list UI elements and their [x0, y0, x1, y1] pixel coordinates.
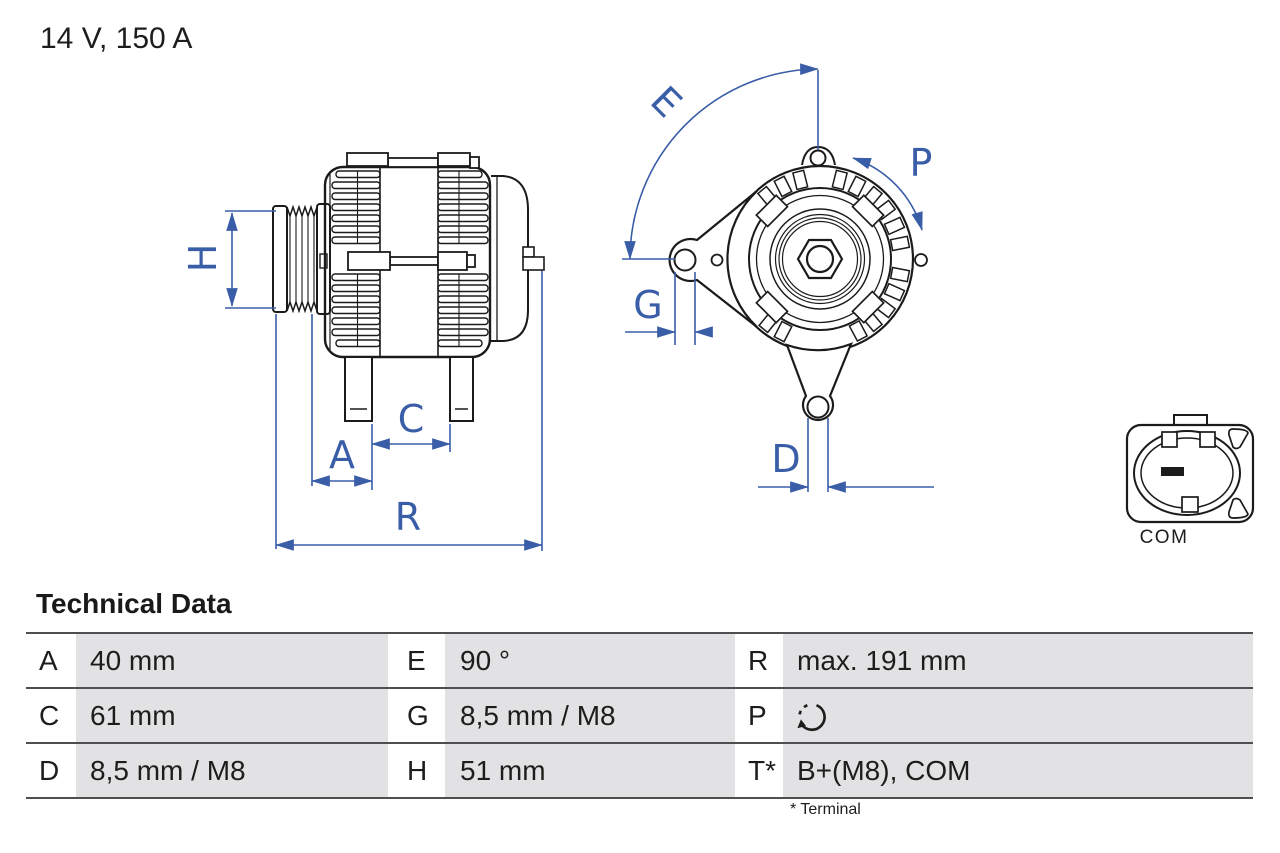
front-view-drawing: [668, 145, 928, 422]
spec-value-e: 90 °: [445, 634, 735, 687]
bottom-ear-hole: [806, 395, 830, 419]
small-hole: [710, 253, 724, 267]
spec-value-p: [783, 689, 1253, 742]
side-view-drawing: [272, 152, 545, 422]
dim-label-c: C: [398, 397, 425, 441]
com-pin: [1161, 467, 1184, 476]
technical-drawing: H A C R E G P D COM: [181, 63, 1255, 551]
spec-value-t: B+(M8), COM: [783, 744, 1253, 797]
spec-label-p: P: [735, 689, 783, 742]
left-ear-hole: [673, 248, 697, 272]
spec-label-h: H: [388, 744, 445, 797]
dim-label-a: A: [329, 433, 355, 477]
dim-label-e: E: [642, 78, 690, 126]
spec-value-c: 61 mm: [76, 689, 388, 742]
mounting-feet: [344, 356, 474, 422]
rotation-direction-icon: [797, 702, 826, 731]
middle-band: [347, 251, 476, 271]
connector-label: COM: [1140, 527, 1189, 548]
dim-label-r: R: [395, 495, 421, 539]
com-connector-icon: [1125, 414, 1255, 524]
technical-data-heading: Technical Data: [36, 588, 232, 619]
spec-value-h: 51 mm: [445, 744, 735, 797]
mounting-lugs-top: [346, 152, 480, 169]
belt-pulley: [272, 203, 331, 315]
spec-value-r: max. 191 mm: [783, 634, 1253, 687]
top-hole: [809, 149, 827, 167]
spec-value-d: 8,5 mm / M8: [76, 744, 388, 797]
shaft-center: [805, 244, 835, 274]
table-row: C 61 mm G 8,5 mm / M8 P: [26, 687, 1253, 742]
spec-label-e: E: [388, 634, 445, 687]
bottom-mounting-ear: [785, 342, 853, 422]
right-lug: [914, 253, 928, 267]
spec-value-a: 40 mm: [76, 634, 388, 687]
spec-label-r: R: [735, 634, 783, 687]
spec-label-a: A: [26, 634, 76, 687]
dim-label-d: D: [771, 437, 800, 481]
spec-label-t: T*: [735, 744, 783, 797]
spec-label-g: G: [388, 689, 445, 742]
dim-label-h: H: [181, 244, 225, 273]
dim-label-p: P: [910, 141, 933, 185]
dimension-lines: [225, 63, 934, 551]
spec-label-c: C: [26, 689, 76, 742]
voltage-current-title: 14 V, 150 A: [40, 22, 193, 55]
spec-value-g: 8,5 mm / M8: [445, 689, 735, 742]
table-row: D 8,5 mm / M8 H 51 mm T* B+(M8), COM: [26, 742, 1253, 797]
dim-label-g: G: [633, 283, 662, 327]
b-plus-terminal: [522, 246, 545, 271]
terminal-footnote: * Terminal: [790, 801, 861, 818]
spec-label-d: D: [26, 744, 76, 797]
technical-data-table: A 40 mm E 90 ° R max. 191 mm C 61 mm G 8…: [26, 632, 1253, 799]
table-row: A 40 mm E 90 ° R max. 191 mm: [26, 632, 1253, 687]
